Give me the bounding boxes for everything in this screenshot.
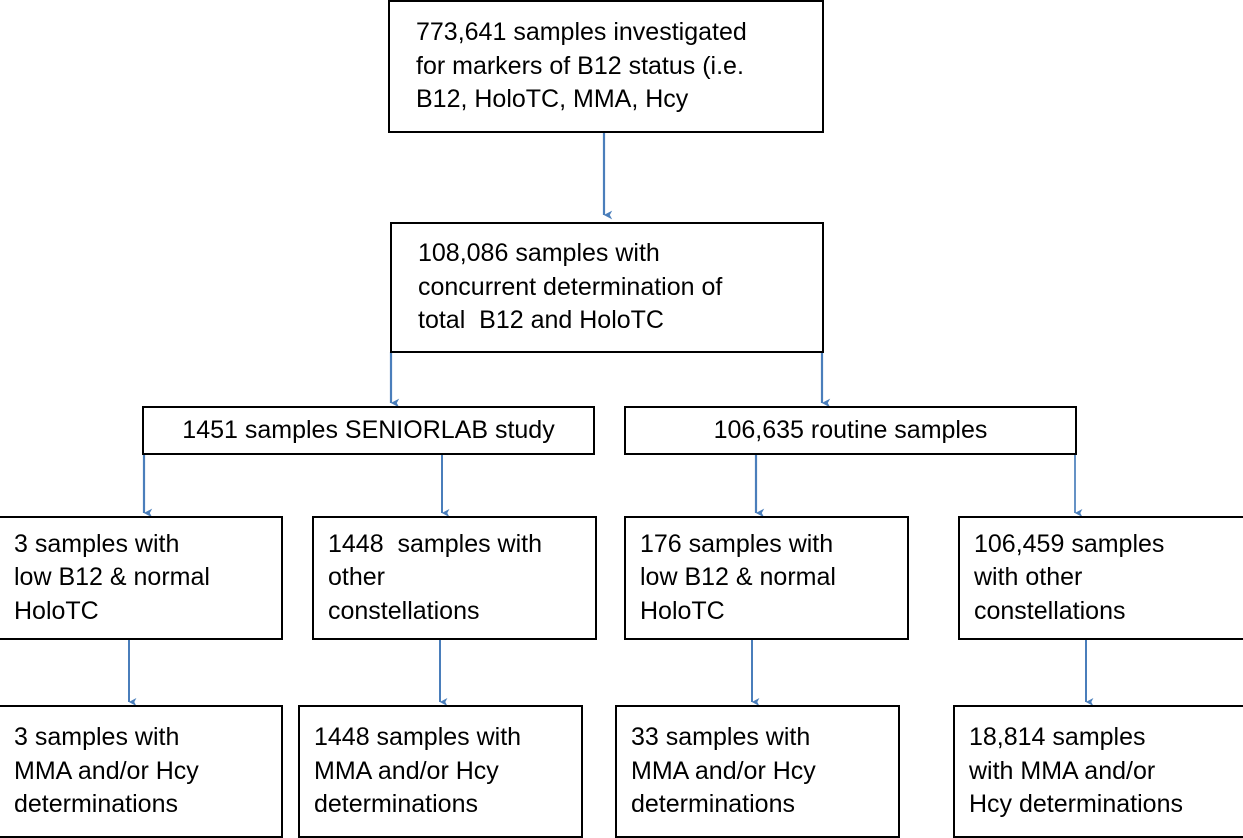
node-line: MMA and/or Hcy [631,756,816,785]
node-line: constellations [328,596,480,625]
node-concurrent-determination: 108,086 samples with concurrent determin… [390,222,824,353]
node-senior-low-b12: 3 samples with low B12 & normal HoloTC [0,516,283,640]
node-line: other [328,563,385,592]
node-line: MMA and/or Hcy [14,756,199,785]
node-line: determinations [314,790,478,819]
node-routine-low-b12-mma: 33 samples with MMA and/or Hcy determina… [615,705,900,838]
node-routine-samples: 106,635 routine samples [624,406,1077,455]
node-line: B12, HoloTC, MMA, Hcy [416,85,689,114]
node-line: constellations [974,596,1126,625]
node-senior-other-mma: 1448 samples with MMA and/or Hcy determi… [298,705,583,838]
node-line: determinations [631,790,795,819]
node-line: 106,459 samples [974,529,1165,558]
node-line: Hcy determinations [969,790,1183,819]
node-line: 1448 samples with [328,529,543,558]
node-line: 176 samples with [640,529,834,558]
node-line: 106,635 routine samples [713,415,988,444]
node-routine-other-mma: 18,814 samples with MMA and/or Hcy deter… [953,705,1243,838]
node-routine-other-constellations: 106,459 samples with other constellation… [958,516,1243,640]
node-line: 773,641 samples investigated [416,18,747,47]
node-line: 1448 samples with [314,723,522,752]
node-routine-low-b12: 176 samples with low B12 & normal HoloTC [624,516,909,640]
node-line: HoloTC [14,596,99,625]
node-line: 33 samples with [631,723,811,752]
node-line: total B12 and HoloTC [418,306,664,335]
node-line: for markers of B12 status (i.e. [416,51,744,80]
node-senior-low-b12-mma: 3 samples with MMA and/or Hcy determinat… [0,705,283,838]
node-line: 3 samples with [14,529,180,558]
node-senior-other-constellations: 1448 samples with other constellations [312,516,597,640]
node-line: 108,086 samples with [418,239,660,268]
node-line: MMA and/or Hcy [314,756,499,785]
node-line: determinations [14,790,178,819]
node-line: 18,814 samples [969,723,1146,752]
node-total-investigated: 773,641 samples investigated for markers… [388,0,824,133]
node-line: HoloTC [640,596,725,625]
node-seniorlab-study: 1451 samples SENIORLAB study [142,406,595,455]
node-line: with MMA and/or [969,756,1156,785]
node-line: 1451 samples SENIORLAB study [182,415,555,444]
node-line: 3 samples with [14,723,180,752]
node-line: low B12 & normal [14,563,210,592]
node-line: with other [974,563,1083,592]
node-line: low B12 & normal [640,563,836,592]
node-line: concurrent determination of [418,272,723,301]
